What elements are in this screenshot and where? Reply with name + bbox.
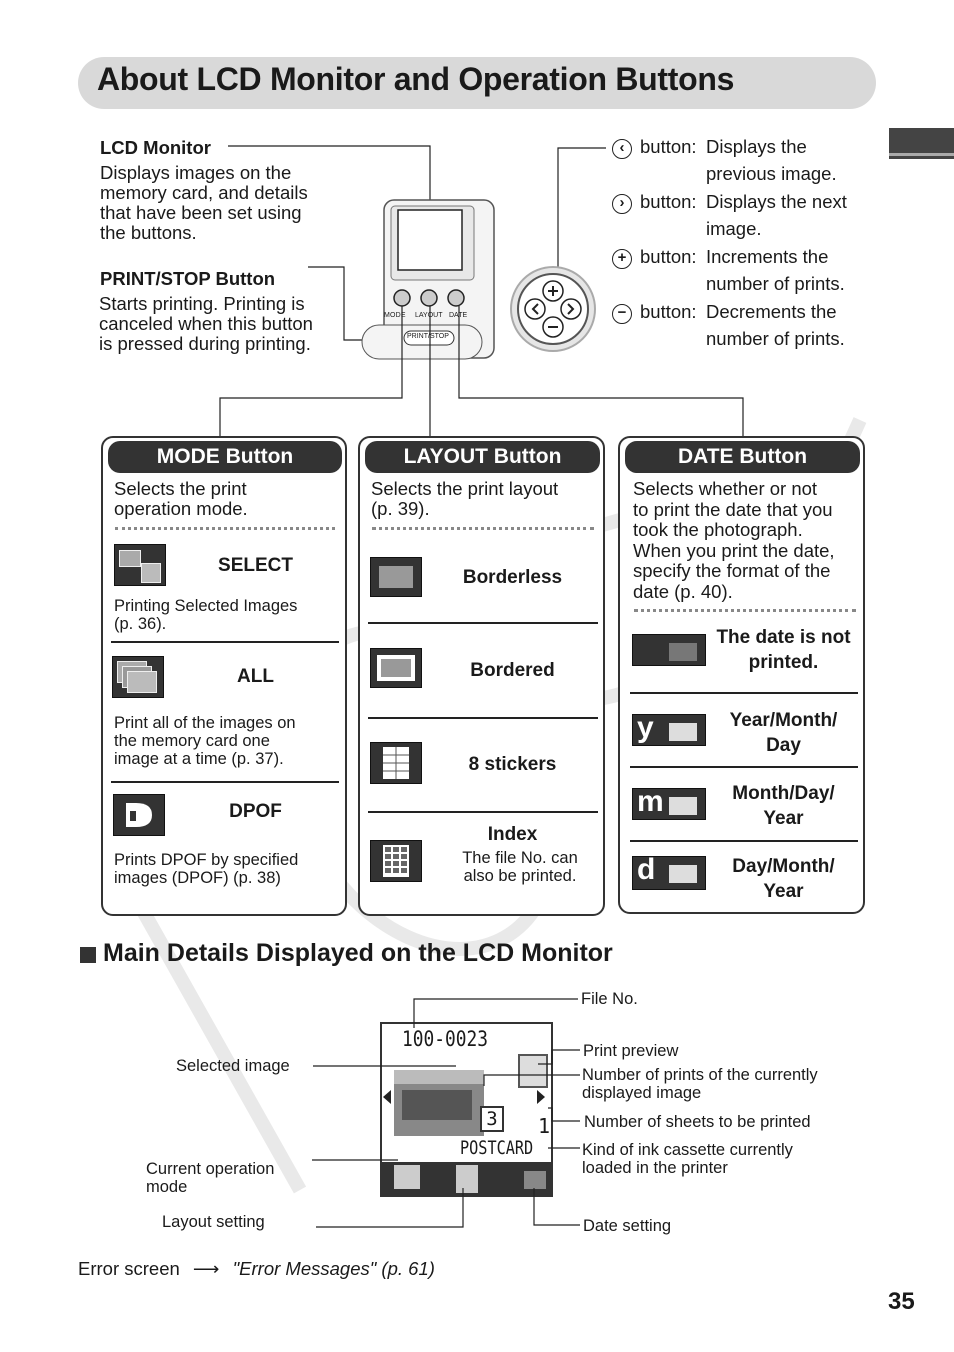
callout-file-no: File No. — [581, 990, 638, 1008]
option-bordered-label: Bordered — [470, 660, 555, 681]
callout-print-preview: Print preview — [583, 1042, 679, 1060]
nav-item-plus: + button: Increments the number of print… — [612, 247, 872, 302]
chapter-tab-stripe — [889, 153, 954, 156]
nav-item-minus: − button: Decrements the number of print… — [612, 302, 872, 357]
screen-mode-icon — [394, 1165, 420, 1189]
all-mode-icon — [112, 656, 164, 698]
mode-panel-title: MODE Button — [108, 441, 342, 473]
option-index-label: Index — [487, 824, 538, 845]
date-intro: Selects whether or not to print the date… — [633, 478, 835, 602]
screen-sheets: 1 — [538, 1114, 551, 1138]
no-date-icon — [632, 634, 706, 666]
dotted-divider — [372, 527, 594, 530]
option-dmy-label: Day/Month/ Year — [732, 856, 835, 902]
mode-panel: MODE Button Selects the print operation … — [101, 436, 347, 916]
nav-button-list: ‹ button: Displays the previous image. ›… — [612, 137, 872, 357]
title-bar — [78, 57, 876, 109]
date-panel-title: DATE Button — [625, 441, 860, 473]
option-dpof-desc: Prints DPOF by specified images (DPOF) (… — [114, 851, 299, 887]
dpof-mode-icon — [113, 794, 165, 836]
device-date-label: DATE — [449, 312, 468, 319]
plus-icon: + — [612, 249, 632, 269]
divider — [630, 766, 858, 768]
select-mode-icon — [114, 544, 166, 586]
divider — [368, 811, 598, 813]
callout-current-mode: Current operation mode — [146, 1160, 275, 1196]
index-layout-icon — [370, 840, 422, 882]
callout-selected-image: Selected image — [176, 1057, 290, 1075]
divider — [368, 622, 598, 624]
lcd-monitor-description: Displays images on the memory card, and … — [100, 162, 308, 243]
layout-panel-title: LAYOUT Button — [365, 441, 600, 473]
device-print-stop-label: PRINT/STOP — [407, 333, 449, 340]
nav-item-next: › button: Displays the next image. — [612, 192, 872, 247]
error-reference: Error screen ⟶ "Error Messages" (p. 61) — [78, 1258, 435, 1279]
page-number: 35 — [888, 1288, 915, 1315]
chevron-right-icon: › — [612, 194, 632, 214]
screen-prev-arrow-icon — [383, 1090, 391, 1104]
option-all-desc: Print all of the images on the memory ca… — [114, 714, 296, 768]
divider — [630, 840, 858, 842]
screen-date-icon — [524, 1171, 546, 1189]
screen-copies: 3 — [480, 1106, 504, 1132]
nav-item-prev: ‹ button: Displays the previous image. — [612, 137, 872, 192]
date-ymd-icon: y — [632, 711, 706, 746]
minus-icon: − — [612, 304, 632, 324]
chevron-left-icon: ‹ — [612, 139, 632, 159]
lcd-callout-lines — [312, 998, 580, 1228]
print-stop-description: Starts printing. Printing is canceled wh… — [99, 293, 313, 354]
screen-next-arrow-icon — [537, 1090, 545, 1104]
print-stop-heading: PRINT/STOP Button — [100, 268, 276, 289]
option-all-label: ALL — [237, 666, 274, 687]
option-select-label: SELECT — [218, 555, 293, 576]
dotted-divider — [115, 527, 335, 530]
main-details-heading: Main Details Displayed on the LCD Monito… — [103, 939, 613, 967]
option-ymd-label: Year/Month/ Day — [729, 710, 838, 756]
screen-status-bar — [382, 1162, 551, 1197]
option-index-desc: The file No. can also be printed. — [462, 849, 578, 885]
screen-layout-icon — [456, 1165, 478, 1193]
callout-date-setting: Date setting — [583, 1217, 672, 1235]
callout-num-prints: Number of prints of the currently displa… — [582, 1066, 818, 1102]
divider — [630, 692, 858, 694]
option-borderless-label: Borderless — [462, 567, 563, 588]
bullet-square-icon — [80, 947, 96, 963]
divider — [111, 641, 339, 643]
divider — [368, 717, 598, 719]
date-mdy-icon: m — [632, 785, 706, 820]
divider — [111, 781, 339, 783]
mode-intro: Selects the print operation mode. — [114, 478, 248, 519]
device-mode-label: MODE — [384, 312, 406, 319]
lcd-monitor-heading: LCD Monitor — [100, 137, 211, 158]
stickers-layout-icon — [370, 742, 422, 784]
error-messages-link[interactable]: "Error Messages" (p. 61) — [232, 1258, 435, 1279]
layout-intro: Selects the print layout (p. 39). — [371, 478, 559, 519]
option-select-desc: Printing Selected Images (p. 36). — [114, 597, 298, 633]
borderless-layout-icon — [370, 557, 422, 597]
layout-panel: LAYOUT Button Selects the print layout (… — [358, 436, 605, 916]
callout-ink: Kind of ink cassette currently loaded in… — [582, 1141, 793, 1177]
device-illustration — [219, 145, 744, 438]
date-dmy-icon: d — [632, 853, 706, 890]
screen-file-no: 100-0023 — [402, 1027, 488, 1051]
dotted-divider — [634, 609, 856, 612]
screen-print-preview-icon — [518, 1054, 548, 1088]
lcd-screen: 100-0023 3 1 POSTCARD — [380, 1022, 553, 1197]
option-no-date-label: The date is not printed. — [716, 627, 851, 673]
screen-selected-image — [394, 1070, 484, 1136]
arrow-right-icon: ⟶ — [192, 1258, 220, 1279]
option-stickers-label: 8 stickers — [468, 754, 557, 775]
device-layout-label: LAYOUT — [415, 312, 443, 319]
page-title: About LCD Monitor and Operation Buttons — [97, 61, 735, 97]
option-dpof-label: DPOF — [229, 801, 282, 822]
callout-layout-setting: Layout setting — [162, 1213, 265, 1231]
date-panel: DATE Button Selects whether or not to pr… — [618, 436, 865, 914]
callout-num-sheets: Number of sheets to be printed — [584, 1113, 811, 1131]
bordered-layout-icon — [370, 648, 422, 688]
option-mdy-label: Month/Day/ Year — [732, 783, 835, 829]
screen-paper: POSTCARD — [460, 1137, 534, 1159]
